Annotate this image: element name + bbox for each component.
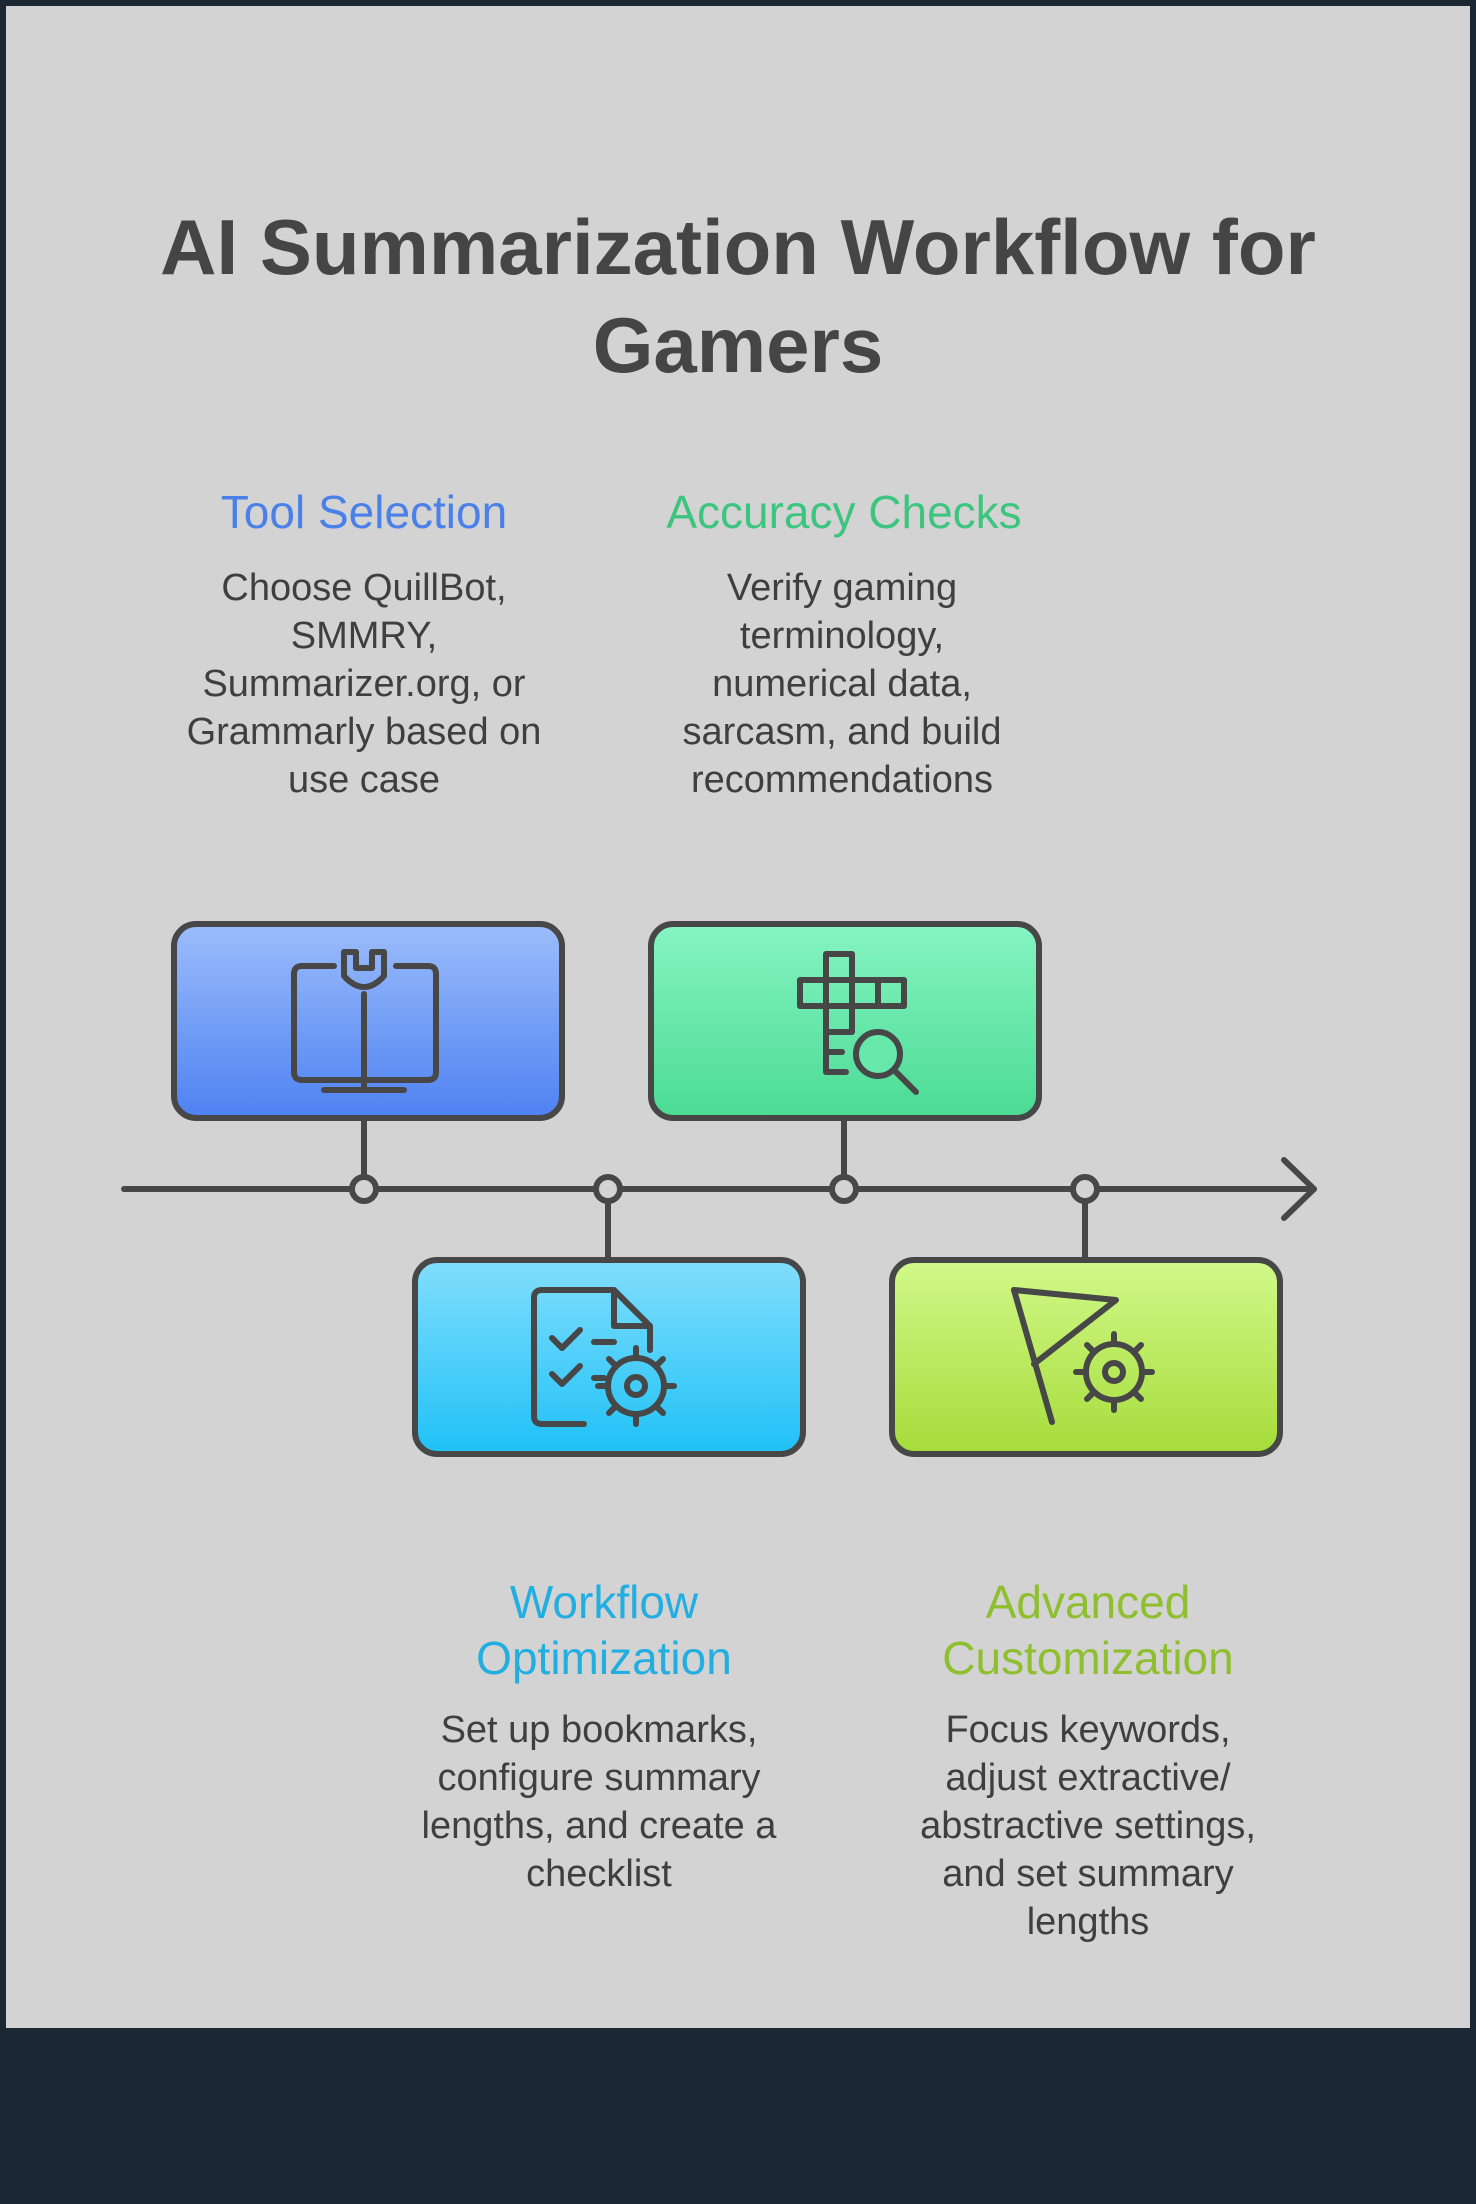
step-description-tool-selection: Choose QuillBot, SMMRY, Summarizer.org, …	[186, 567, 542, 801]
step-title-tool-selection: Tool Selection	[220, 486, 508, 538]
wrench-monitor-icon	[291, 949, 439, 1093]
step-title-workflow-optimization: Workflow Optimization	[476, 1576, 732, 1684]
timeline-arrowhead	[1281, 1157, 1317, 1221]
timeline-node	[1070, 1174, 1100, 1204]
timeline-node	[593, 1174, 623, 1204]
step-description-advanced-customization: Focus keywords, adjust extractive/ abstr…	[920, 1709, 1256, 1943]
accuracy-checks-box	[648, 921, 1042, 1121]
checklist-gear-icon	[531, 1287, 677, 1427]
crossword-search-icon	[797, 951, 919, 1095]
footer-bar	[0, 2028, 1476, 2204]
timeline-node	[349, 1174, 379, 1204]
tool-selection-box	[171, 921, 565, 1121]
step-description-accuracy-checks: Verify gaming terminology, numerical dat…	[682, 567, 1002, 801]
step-description-workflow-optimization: Set up bookmarks, configure summary leng…	[421, 1709, 777, 1895]
step-title-advanced-customization: Advanced Customization	[942, 1576, 1234, 1684]
advanced-customization-box	[889, 1257, 1283, 1457]
step-title-accuracy-checks: Accuracy Checks	[666, 486, 1022, 538]
flag-gear-icon	[1011, 1287, 1155, 1425]
page-title: AI Summarization Workflow for Gamers	[160, 203, 1316, 389]
timeline-node	[829, 1174, 859, 1204]
